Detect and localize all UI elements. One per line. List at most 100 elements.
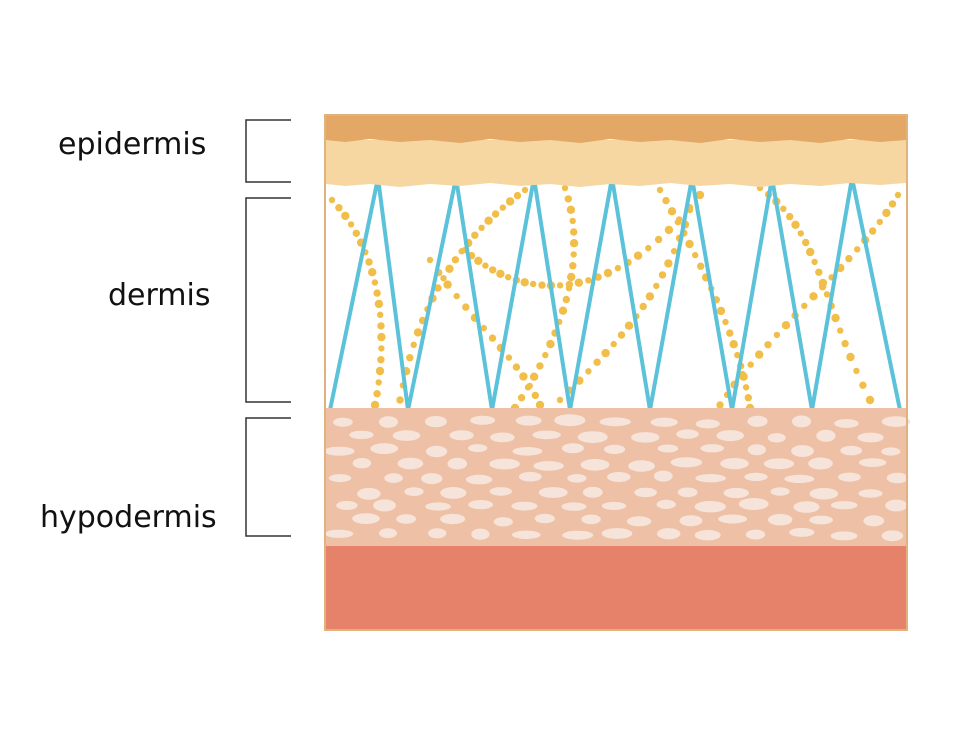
fat-cell [370,443,399,454]
fat-cell [650,417,678,427]
elastin-dot [831,313,840,323]
collagen-fiber [328,180,380,408]
elastin-dot [569,217,576,225]
elastin-dot [888,200,897,208]
fat-cell [599,417,631,427]
elastin-dot [738,370,747,379]
fat-cell [357,487,381,500]
fat-cell [745,529,766,540]
elastin-dot [593,358,601,366]
elastin-dot [371,279,379,286]
elastin-dot [443,280,452,289]
fat-cell [440,487,467,499]
fat-cell [720,458,749,470]
fat-cell [447,457,468,470]
fat-cell [657,444,679,453]
elastin-dot [664,259,673,268]
elastin-dot [347,221,355,228]
elastin-dot [542,351,549,359]
fat-cell [421,473,443,485]
elastin-dot [664,225,674,235]
fat-cell [468,500,493,510]
fat-cell [881,447,901,456]
fat-cell [378,416,398,428]
fat-cell [840,445,863,456]
fat-cell [747,444,766,456]
fat-cell [489,487,512,496]
elastin-dot [478,224,485,231]
collagen-fiber [648,180,694,408]
fat-cell [511,530,541,539]
fat-cell [656,499,676,509]
elastin-dot [365,258,373,266]
elastin-dot [809,292,818,301]
elastin-dot [375,379,382,386]
elastin-dot [764,341,772,349]
fat-cell [885,499,908,512]
collagen-fiber [810,180,854,408]
fat-cell [738,498,769,510]
elastin-dot [569,262,577,270]
elastin-dot [697,262,705,270]
collagen-fiber [454,180,494,408]
elastin-dot [806,247,815,257]
fat-cell [793,501,820,513]
fat-cell [580,459,610,471]
fat-cell [744,472,768,481]
collagen-fiber [610,180,652,408]
fat-cell [670,457,703,468]
fat-cell [489,458,520,470]
fat-cell [349,430,374,440]
fat-cell [694,501,726,513]
elastin-dot [529,372,539,381]
fat-cell [428,528,447,539]
elastin-dot [876,218,883,226]
fat-cell [490,432,515,443]
fat-cell [471,528,490,540]
elastin-dot [841,339,849,348]
elastin-dot [440,275,447,282]
fat-cell [634,487,657,498]
collagen-fiber [850,180,902,408]
fat-cell [512,447,543,456]
fat-cell [809,515,833,525]
elastin-dot [328,196,336,204]
elastin-dot [426,256,434,264]
fat-cell [425,502,451,511]
elastin-dot [375,366,385,376]
fat-cell [324,529,354,538]
fat-cell [881,416,911,427]
fat-cell [858,458,887,467]
elastin-dot [818,283,827,291]
fat-cell [582,486,603,498]
fat-cell [392,430,421,441]
fat-cell [324,446,355,456]
elastin-dot [556,396,564,404]
fat-cell [791,415,812,428]
elastin-dot [645,244,652,252]
elastin-dot [488,334,497,342]
elastin-dot [716,401,724,408]
fat-cell [695,419,720,429]
elastin-dot [786,212,794,221]
elastin-dot [869,227,877,235]
elastin-dot [377,332,386,342]
hypodermis-bracket [245,417,291,537]
fat-cell [352,458,372,469]
dermis-layer [326,180,906,408]
fat-cell [470,415,496,425]
fat-cell [816,429,836,442]
elastin-dot [526,382,533,390]
elastin-dot [491,210,500,218]
fat-cell [830,531,858,541]
elastin-dot [654,235,663,244]
elastin-dot [667,207,677,216]
elastin-dot [352,229,360,237]
fat-cell [396,514,416,524]
elastin-dot [791,220,800,229]
fat-cell [809,487,839,500]
dermis-bracket [245,197,291,403]
elastin-dot [773,331,781,339]
fat-cell [581,514,601,525]
elastin-dot [496,269,505,278]
